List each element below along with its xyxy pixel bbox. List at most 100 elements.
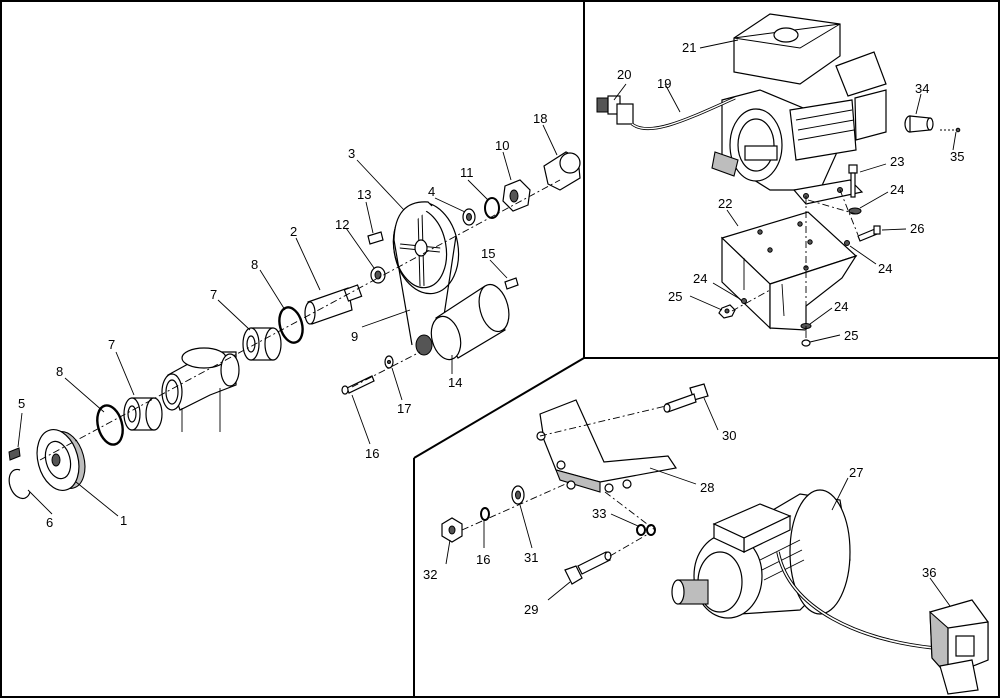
label-part-9: 9 [351,329,358,344]
label-part-6: 6 [46,515,53,530]
part-24-washer-b [844,240,850,246]
part-15-pin [504,277,519,290]
mount-axis-lines [461,405,667,557]
part-1-gear [36,429,86,491]
part-25-nut-a [718,304,736,319]
part-22-bracket [720,211,858,331]
label-part-16a: 16 [365,446,379,461]
part-10-nut [502,179,531,212]
part-number-labels: 1 2 3 4 5 6 7 7 8 8 9 10 11 12 13 14 15 … [18,40,964,617]
part-23-bolt [848,164,858,198]
part-28-bracket [536,399,678,493]
label-part-22: 22 [718,196,732,211]
label-part-17: 17 [397,401,411,416]
label-part-28: 28 [700,480,714,495]
label-part-16b: 16 [476,552,490,567]
part-29-bolt [564,551,612,585]
part-12-bushing [370,266,386,284]
label-part-25a: 25 [668,289,682,304]
engine-axis-lines [731,189,859,340]
label-part-24b: 24 [878,261,892,276]
part-33-washers [636,524,656,536]
label-part-11: 11 [460,165,474,180]
part-21-engine [711,13,887,205]
part-20-connector [596,95,634,125]
label-part-24c: 24 [693,271,707,286]
part-32-nut [441,517,463,543]
label-part-29: 29 [524,602,538,617]
motor-mount-panel [441,383,989,695]
label-part-13: 13 [357,187,371,202]
label-part-8b: 8 [251,257,258,272]
leader-lines-mount [445,397,951,607]
engine-panel [596,13,961,347]
label-part-7b: 7 [210,287,217,302]
label-part-10: 10 [495,138,509,153]
label-part-7a: 7 [108,337,115,352]
divider-diagonal [413,357,585,459]
label-part-32: 32 [423,567,437,582]
label-part-33: 33 [592,506,606,521]
assembly-axis-line [39,179,561,461]
part-18-cap [543,151,581,191]
label-part-14: 14 [448,375,462,390]
part-13-key [367,231,384,245]
part-8-retaining-ring-b [278,306,304,344]
part-30-bolt [663,383,709,413]
part-34-fitting [904,115,934,133]
label-part-27: 27 [849,465,863,480]
label-part-3: 3 [348,146,355,161]
part-16-lockwasher [480,507,490,521]
part-25-nut-b [801,339,811,347]
part-14-motor [415,283,510,361]
part-31-washer [511,485,525,505]
part-2-shaft [304,284,363,325]
part-26-bolt [857,225,881,242]
label-part-19: 19 [657,76,671,91]
label-part-24a: 24 [890,182,904,197]
part-7-bearing-a [123,397,163,431]
label-part-25b: 25 [844,328,858,343]
part-4-washer [462,208,476,226]
label-part-23: 23 [890,154,904,169]
part-3-pulley [392,201,460,295]
label-part-4: 4 [428,184,435,199]
label-part-31: 31 [524,550,538,565]
label-part-1: 1 [120,513,127,528]
part-35-screw [940,127,961,133]
part-19-cable [631,96,736,131]
label-part-26: 26 [910,221,924,236]
part-7-bearing-b [242,327,282,361]
label-part-34: 34 [915,81,929,96]
part-16-bolt [341,375,375,395]
part-24-washer-c [741,298,747,304]
part-36-switch [929,599,989,695]
label-part-8a: 8 [56,364,63,379]
label-part-2: 2 [290,224,297,239]
bearing-housing [161,347,240,432]
label-part-20: 20 [617,67,631,82]
leader-lines-engine [613,39,957,343]
part-6-snap-ring [8,468,31,500]
label-part-21: 21 [682,40,696,55]
label-part-36: 36 [922,565,936,580]
part-5-key [8,447,21,461]
label-part-15: 15 [481,246,495,261]
label-part-35: 35 [950,149,964,164]
part-11-ring [484,197,500,219]
drive-assembly-panel [8,124,581,517]
label-part-5: 5 [18,396,25,411]
label-part-12: 12 [335,217,349,232]
label-part-24d: 24 [834,299,848,314]
label-part-18: 18 [533,111,547,126]
part-27-motor [671,489,851,619]
part-8-retaining-ring-a [96,404,124,446]
label-part-30: 30 [722,428,736,443]
part-17-washer [384,355,394,369]
motor-cable [776,551,935,650]
leader-lines-left [17,124,558,517]
